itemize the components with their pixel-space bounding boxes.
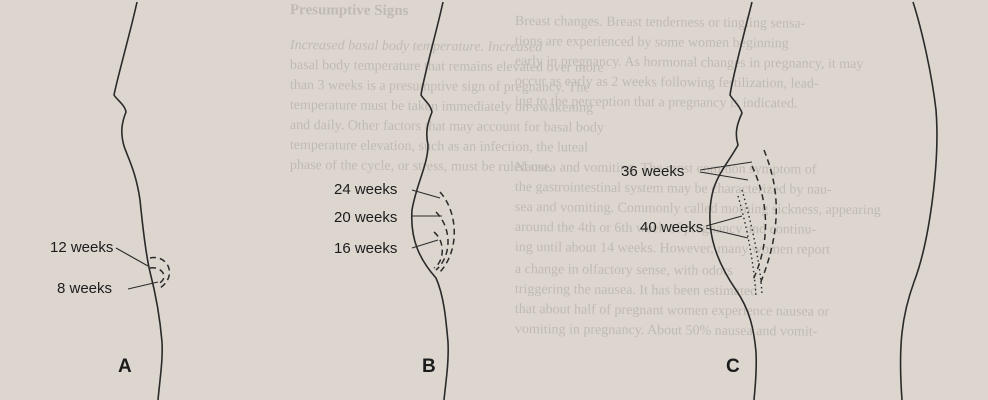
panel-letter-a: A — [118, 356, 132, 377]
panel-letter-c: C — [726, 356, 740, 377]
body-outline-b — [410, 1, 449, 400]
body-outline-a — [113, 1, 163, 400]
body-outline-right — [899, 1, 938, 400]
label-16-weeks: 16 weeks — [334, 240, 397, 257]
leader-8-weeks — [127, 281, 159, 290]
panel-letter-b: B — [422, 356, 436, 377]
leader-16-weeks — [411, 239, 439, 249]
panel-a: 12 weeks 8 weeks A — [50, 1, 171, 400]
leader-24-weeks — [411, 189, 441, 199]
leader-36-weeks-a — [699, 161, 753, 171]
leader-40-weeks-a — [705, 215, 743, 227]
uterus-outline-36-weeks-inner — [751, 165, 767, 283]
uterus-outline-24-weeks — [439, 191, 455, 273]
label-12-weeks: 12 weeks — [50, 239, 113, 256]
panel-b: 24 weeks 20 weeks 16 weeks B — [334, 1, 455, 400]
leader-40-weeks-b — [705, 227, 749, 239]
uterus-outline-16-weeks — [433, 231, 443, 269]
label-36-weeks: 36 weeks — [621, 163, 684, 180]
uterus-outline-36-weeks — [759, 149, 777, 285]
uterus-outline-40-weeks-inner — [737, 195, 757, 297]
body-outline-c — [709, 1, 758, 400]
label-24-weeks: 24 weeks — [334, 181, 397, 198]
label-40-weeks: 40 weeks — [640, 219, 703, 236]
leader-36-weeks-b — [699, 171, 749, 181]
panel-c: 36 weeks 40 weeks C — [621, 1, 777, 400]
uterus-outline-40-weeks — [741, 189, 763, 295]
leader-12-weeks — [115, 247, 149, 267]
label-20-weeks: 20 weeks — [334, 209, 397, 226]
label-8-weeks: 8 weeks — [57, 280, 112, 297]
uterus-outline-12-weeks — [149, 256, 171, 289]
uterus-outline-20-weeks — [435, 211, 449, 271]
uterus-outline-8-weeks — [149, 267, 165, 285]
